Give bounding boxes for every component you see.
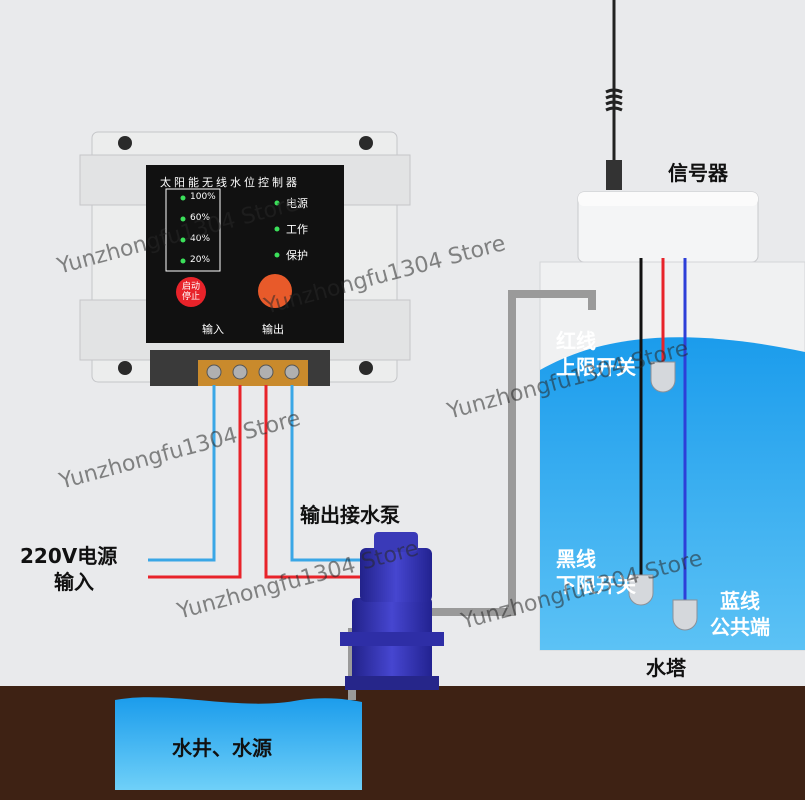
probe-common — [672, 599, 698, 631]
probe-upper — [650, 361, 676, 393]
terminal-screws — [206, 364, 300, 380]
level-leds — [180, 195, 280, 264]
reset-button — [258, 274, 292, 308]
controller-title: 太阳能无线水位控制器 — [160, 176, 300, 189]
stop-label: 停止 — [181, 292, 200, 302]
ground — [0, 686, 805, 800]
water-tower-label: 水塔 — [646, 656, 686, 680]
red-wire-label-line2: 上限开关 — [556, 355, 636, 379]
probe-lower — [628, 574, 654, 606]
black-wire-label-line2: 下限开关 — [556, 573, 636, 597]
indicator-power: 电源 — [286, 197, 308, 210]
red-wire-label-line1: 红线 — [556, 329, 596, 353]
terminal-output-label: 输出 — [262, 323, 284, 336]
well-label: 水井、水源 — [172, 736, 272, 760]
start-stop-button: 启动 停止 — [176, 277, 206, 307]
level-label-20: 20% — [190, 255, 211, 265]
black-wire-label-line1: 黑线 — [556, 547, 596, 571]
level-label-60: 60% — [190, 213, 211, 223]
power-input-label-line2: 输入 — [54, 570, 94, 594]
probe-wires — [639, 258, 687, 600]
level-label-100: 100% — [190, 192, 216, 202]
signal-device — [577, 191, 759, 263]
indicator-work: 工作 — [286, 223, 308, 236]
water-tower — [539, 261, 805, 651]
level-label-40: 40% — [190, 234, 211, 244]
antenna — [605, 0, 623, 190]
pump-wires — [264, 385, 370, 579]
water-pump — [340, 532, 444, 690]
blue-wire-label-line2: 公共端 — [710, 615, 770, 639]
signal-device-label: 信号器 — [668, 161, 728, 185]
blue-wire-label-line1: 蓝线 — [720, 589, 760, 613]
start-label: 启动 — [181, 282, 200, 292]
power-input-label-line1: 220V电源 — [20, 544, 118, 568]
power-wires — [148, 385, 242, 579]
indicator-protect: 保护 — [286, 249, 308, 262]
terminal-input-label: 输入 — [202, 323, 224, 336]
pump-label: 输出接水泵 — [300, 503, 400, 527]
